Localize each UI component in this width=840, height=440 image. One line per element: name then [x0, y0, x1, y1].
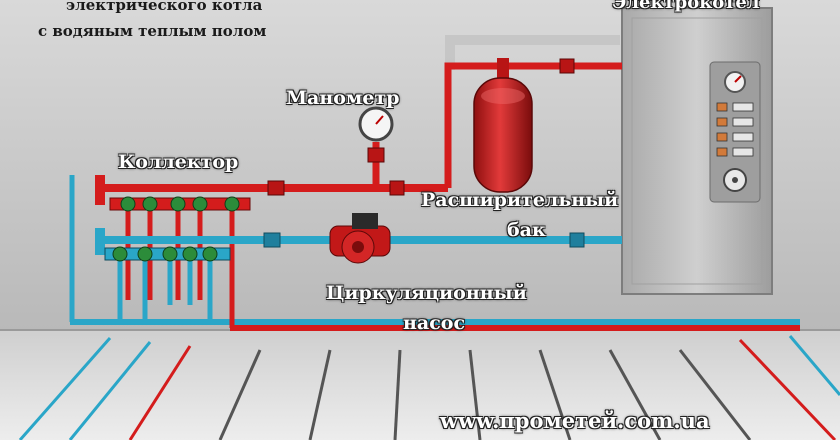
electric-boiler [621, 7, 773, 295]
watermark: www.прометей.com.ua [440, 408, 710, 433]
pump-label-1: Циркуляционный [326, 282, 527, 304]
pump-label-2: насос [403, 312, 466, 334]
supply-collector [109, 196, 251, 212]
floor [0, 330, 840, 440]
expansion-tank [473, 58, 533, 193]
boiler-label: Электрокотел [612, 0, 760, 13]
title-line-2: с водяным теплым полом [38, 22, 267, 40]
manometer-label: Манометр [286, 87, 400, 109]
expansion-tank-label-1: Расширительный [421, 189, 619, 211]
collector-label: Коллектор [118, 151, 239, 173]
title-line-1: электрического котла [66, 0, 263, 14]
return-collector [104, 246, 231, 262]
expansion-tank-label-2: бак [507, 219, 546, 241]
circulation-pump [329, 213, 391, 264]
underfloor-loops [18, 335, 840, 440]
manometer [358, 106, 394, 188]
